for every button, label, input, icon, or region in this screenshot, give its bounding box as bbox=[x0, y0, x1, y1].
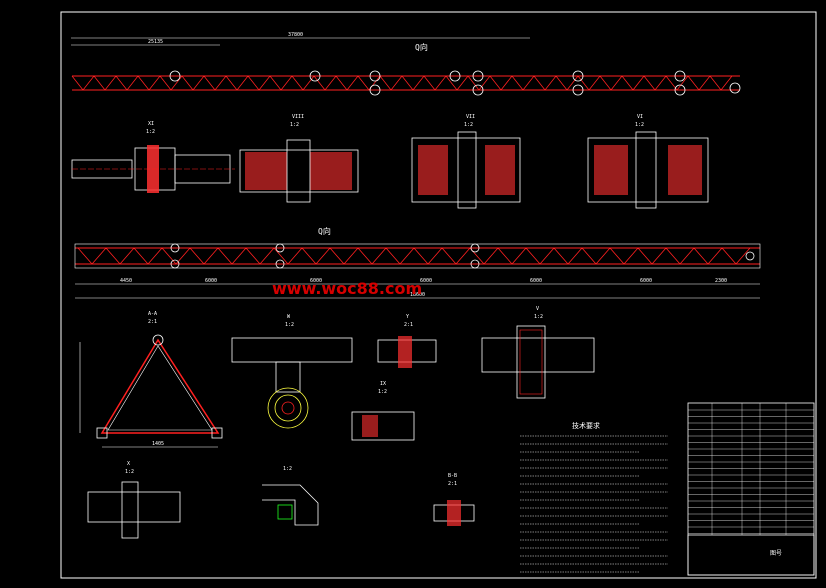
view-v: V 1:2 bbox=[481, 306, 595, 399]
section-a-a: A-A 2:1 1405 bbox=[79, 311, 223, 448]
view-ix-scale: 1:2 bbox=[378, 389, 387, 395]
view-bracket-scale: 1:2 bbox=[283, 466, 292, 472]
view-x: X 1:2 bbox=[87, 461, 181, 539]
top-overall-dimension: 37800 bbox=[288, 32, 303, 38]
detail-xi-label: XI bbox=[148, 121, 154, 127]
section-a-a-scale: 2:1 bbox=[148, 319, 157, 325]
bottom-truss-view: Q向 4450 6000 6000 6000 6000 6000 2300 18… bbox=[74, 226, 761, 299]
view-bracket: 1:2 bbox=[262, 466, 319, 526]
section-b-b-scale: 2:1 bbox=[448, 481, 457, 487]
view-y: Y 2:1 bbox=[377, 314, 437, 368]
section-b-b: B-B 2:1 bbox=[433, 473, 475, 526]
view-y-label: Y bbox=[406, 314, 409, 320]
bottom-seg-dim-7: 2300 bbox=[715, 278, 727, 284]
bottom-seg-dim-6: 6000 bbox=[640, 278, 652, 284]
view-v-scale: 1:2 bbox=[534, 314, 543, 320]
section-a-a-label: A-A bbox=[148, 311, 157, 317]
view-w-scale: 1:2 bbox=[285, 322, 294, 328]
bottom-overall-dimension: 18600 bbox=[410, 292, 425, 298]
drawing-outer-frame bbox=[60, 11, 817, 579]
section-b-b-label: B-B bbox=[448, 473, 457, 479]
view-w: W 1:2 bbox=[231, 314, 353, 429]
detail-viii: VIII 1:2 bbox=[239, 114, 359, 203]
view-ix-label: IX bbox=[380, 381, 386, 387]
top-truss-view-label: Q向 bbox=[415, 42, 428, 52]
detail-vii-label: VII bbox=[466, 114, 475, 120]
view-ix: IX 1:2 bbox=[351, 381, 415, 441]
title-block-drawing-no: 图号 bbox=[770, 550, 782, 557]
detail-vii: VII 1:2 bbox=[411, 114, 521, 209]
bottom-seg-dim-4: 6000 bbox=[420, 278, 432, 284]
technical-requirements: 技术要求 bbox=[520, 421, 668, 573]
view-y-scale: 2:1 bbox=[404, 322, 413, 328]
top-partial-dimension: 25135 bbox=[148, 39, 163, 45]
detail-vi: VI 1:2 bbox=[587, 114, 709, 209]
top-truss-view: Q向 37800 25135 bbox=[71, 32, 741, 96]
view-x-scale: 1:2 bbox=[125, 469, 134, 475]
view-v-label: V bbox=[536, 306, 539, 312]
triangle-base-dimension: 1405 bbox=[152, 441, 164, 447]
detail-viii-label: VIII bbox=[292, 114, 304, 120]
view-w-label: W bbox=[287, 314, 291, 320]
bottom-seg-dim-3: 6000 bbox=[310, 278, 322, 284]
detail-vi-label: VI bbox=[637, 114, 643, 120]
detail-vii-scale: 1:2 bbox=[464, 122, 473, 128]
watermark-text: www.woc88.com bbox=[272, 279, 422, 298]
detail-xi: XI 1:2 bbox=[71, 121, 235, 193]
bottom-seg-dim-1: 4450 bbox=[120, 278, 132, 284]
detail-xi-scale: 1:2 bbox=[146, 129, 155, 135]
detail-vi-scale: 1:2 bbox=[635, 122, 644, 128]
bottom-truss-view-label: Q向 bbox=[318, 226, 331, 236]
detail-viii-scale: 1:2 bbox=[290, 122, 299, 128]
technical-requirements-title: 技术要求 bbox=[572, 421, 600, 430]
view-x-label: X bbox=[127, 461, 130, 467]
bottom-seg-dim-2: 6000 bbox=[205, 278, 217, 284]
bottom-seg-dim-5: 6000 bbox=[530, 278, 542, 284]
title-block: 图号 bbox=[687, 402, 815, 576]
